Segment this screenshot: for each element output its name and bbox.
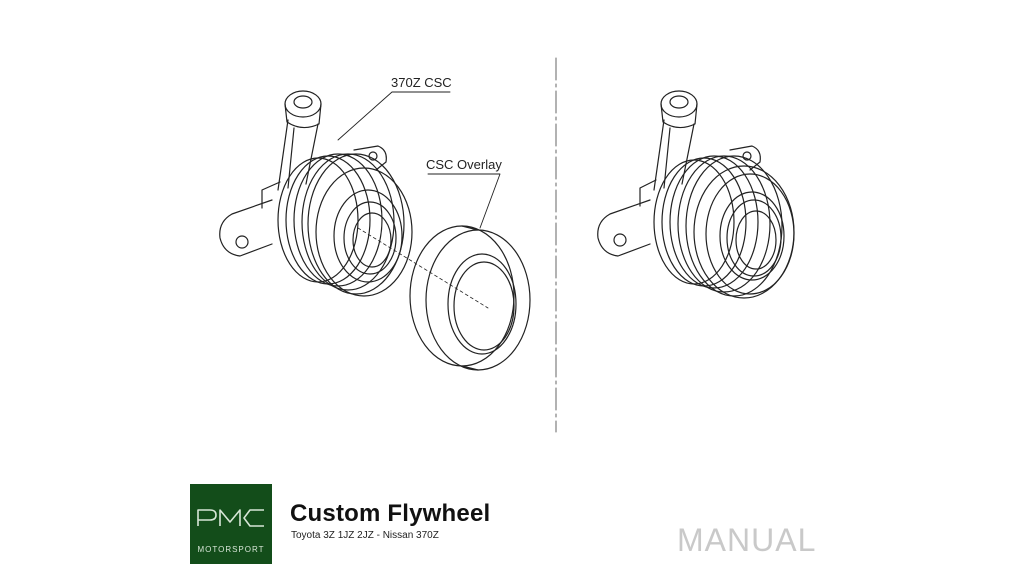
logo-wordmark: MOTORSPORT xyxy=(197,545,265,554)
csc-right-drawing xyxy=(597,90,795,299)
manual-tag: MANUAL xyxy=(677,522,817,558)
document-title: Custom Flywheel xyxy=(290,500,491,527)
label-csc-overlay: CSC Overlay xyxy=(426,157,502,172)
document-subtitle: Toyota 3Z 1JZ 2JZ - Nissan 370Z xyxy=(291,530,439,541)
brand-logo: MOTORSPORT xyxy=(190,484,272,564)
csc-overlay-drawing xyxy=(409,225,531,371)
label-370z-csc: 370Z CSC xyxy=(391,75,452,90)
pmc-logo-icon xyxy=(197,509,264,527)
csc-left-drawing xyxy=(219,90,489,309)
